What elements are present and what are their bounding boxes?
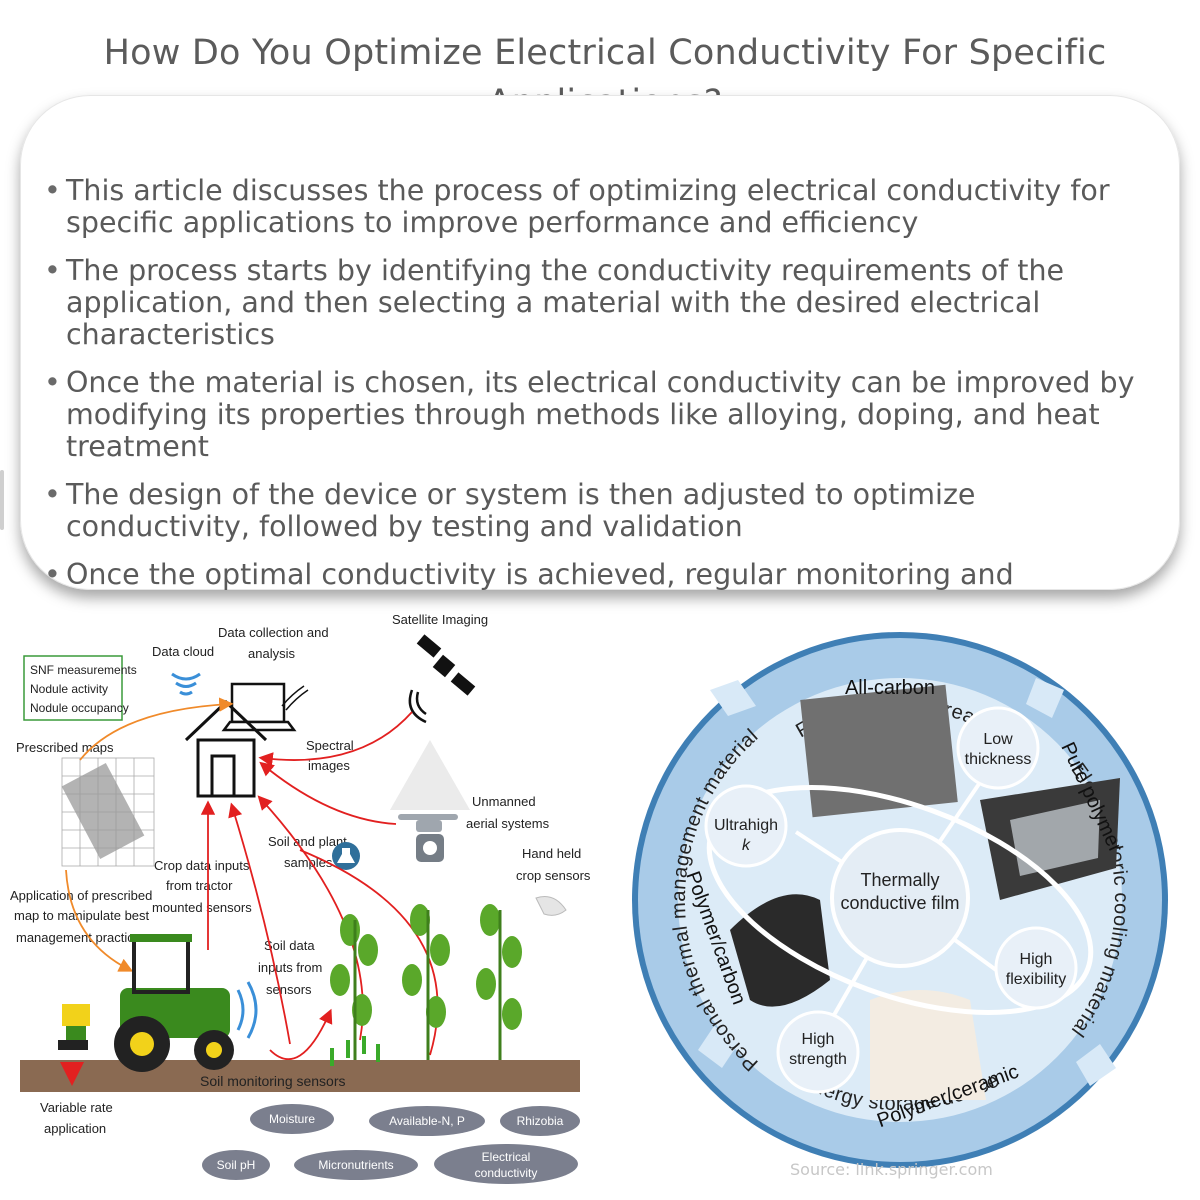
bullet-item: Once the optimal conductivity is achieve… xyxy=(44,559,1164,591)
satellite-icon xyxy=(416,634,476,696)
node-low-thickness: Low xyxy=(983,731,1013,748)
label-all-carbon: All-carbon xyxy=(845,677,935,699)
oval-electrical: conductivity xyxy=(475,1166,538,1180)
polymer-ceramic-photo xyxy=(870,990,986,1100)
sensor-ovals xyxy=(202,1104,580,1184)
hand-sensor-icon xyxy=(535,896,567,916)
soil-data-label: sensors xyxy=(266,982,312,997)
prescribed-maps-label: Prescribed maps xyxy=(16,740,114,755)
planter-icon xyxy=(58,1004,90,1086)
node-high-strength: strength xyxy=(789,1051,847,1068)
signal-icon xyxy=(408,689,427,724)
bullet-item: This article discusses the process of op… xyxy=(44,175,1164,239)
variable-rate-label: application xyxy=(44,1121,106,1136)
sensor-wave-icon xyxy=(236,981,258,1039)
node-high-strength: High xyxy=(802,1031,835,1048)
satellite-beam xyxy=(390,740,470,810)
soil-monitoring-label: Soil monitoring sensors xyxy=(200,1073,346,1089)
edge-mark xyxy=(0,470,4,530)
all-carbon-photo xyxy=(800,684,958,818)
data-collection-label: analysis xyxy=(248,646,295,661)
application-label: management practices xyxy=(16,930,148,945)
snf-line: Nodule occupancy xyxy=(30,701,129,715)
node-ultrahigh-k: k xyxy=(742,837,751,854)
satellite-label: Satellite Imaging xyxy=(392,612,488,627)
flask-icon xyxy=(332,842,360,870)
bullet-list: This article discusses the process of op… xyxy=(44,175,1164,591)
crop-plants xyxy=(330,904,522,1070)
laptop-icon xyxy=(221,682,297,732)
soil-plant-label: Soil and plant xyxy=(268,834,347,849)
source-credit: Source: link.springer.com xyxy=(790,1160,993,1179)
soil-data-label: Soil data xyxy=(264,938,315,953)
field-map xyxy=(61,763,145,859)
variable-rate-label: Variable rate xyxy=(40,1100,113,1115)
tractor-icon xyxy=(114,934,234,1072)
soil-data-label: inputs from xyxy=(258,960,322,975)
node-high-flexibility: High xyxy=(1020,951,1053,968)
wifi-icon xyxy=(171,672,201,696)
snf-line: Nodule activity xyxy=(30,682,108,696)
thermal-film-figure: Flexible heat spreader Electrocaloric co… xyxy=(632,632,1168,1168)
bullet-item: Once the material is chosen, its electri… xyxy=(44,367,1164,463)
node-low-thickness: thickness xyxy=(965,751,1032,768)
oval-micronutrients: Micronutrients xyxy=(318,1158,393,1172)
crop-data-label: mounted sensors xyxy=(152,900,252,915)
node-high-flexibility: flexibility xyxy=(1006,971,1066,988)
dna-icon xyxy=(281,685,309,711)
oval-rhizobia: Rhizobia xyxy=(517,1114,564,1128)
snf-line: SNF measurements xyxy=(30,663,137,677)
bullet-item: The design of the device or system is th… xyxy=(44,479,1164,543)
oval-soil-ph: Soil pH xyxy=(217,1158,256,1172)
center-label: Thermally xyxy=(860,870,939,890)
soil-sensors xyxy=(330,1036,380,1066)
bullet-item: The process starts by identifying the co… xyxy=(44,255,1164,351)
unmanned-label: aerial systems xyxy=(466,816,550,831)
oval-available-np: Available-N, P xyxy=(389,1114,465,1128)
center-label: conductive film xyxy=(840,893,959,913)
property-nodes xyxy=(704,706,1078,1094)
spectral-label: Spectral xyxy=(306,738,354,753)
hand-held-label: crop sensors xyxy=(516,868,591,883)
data-cloud-label: Data cloud xyxy=(152,644,214,659)
center-node xyxy=(830,828,970,968)
crop-data-label: Crop data inputs xyxy=(154,858,250,873)
soil-ground xyxy=(20,1060,580,1092)
oval-moisture: Moisture xyxy=(269,1112,315,1126)
summary-card: This article discusses the process of op… xyxy=(20,95,1180,590)
data-collection-label: Data collection and xyxy=(218,625,329,640)
ring-chevrons xyxy=(698,678,1116,1086)
unmanned-label: Unmanned xyxy=(472,794,536,809)
application-label: map to manipulate best xyxy=(14,908,150,923)
spectral-label: images xyxy=(308,758,350,773)
oval-electrical: Electrical xyxy=(482,1150,531,1164)
application-label: Application of prescribed xyxy=(10,888,152,903)
node-ultrahigh-k: Ultrahigh xyxy=(714,817,778,834)
precision-agriculture-figure: SNF measurements Nodule activity Nodule … xyxy=(10,612,591,1184)
hand-held-label: Hand held xyxy=(522,846,581,861)
crop-data-label: from tractor xyxy=(166,878,233,893)
snf-box xyxy=(23,655,123,721)
drone-icon xyxy=(398,814,458,862)
